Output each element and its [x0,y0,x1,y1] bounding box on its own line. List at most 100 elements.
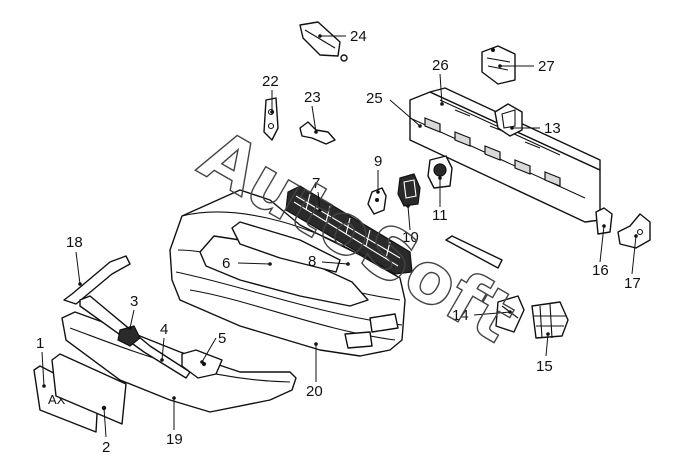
callout-15: 15 [536,332,553,375]
callout-14: 14 [452,307,512,324]
bracket-16 [595,207,613,235]
leader-line [545,333,549,357]
callout-24: 24 [318,28,367,45]
callout-20: 20 [306,342,323,400]
callout-25: 25 [366,90,422,128]
leader-dot [602,224,606,228]
callout-10: 10 [402,204,419,246]
part-number: 17 [624,275,641,292]
leader-line [103,407,107,438]
callout-27: 27 [498,58,555,75]
callout-26: 26 [432,57,449,106]
callout-16: 16 [592,224,609,279]
leader-dot [78,282,82,286]
callout-5: 5 [200,330,226,364]
part-number: 15 [536,358,553,375]
part-number: 1 [36,335,44,352]
leader-dot [508,310,512,314]
leader-dot [438,176,442,180]
bumper-cover [169,189,406,357]
trim-strip-18 [63,255,131,305]
part-number: 20 [306,383,323,400]
leader-line [317,191,321,211]
leader-line [439,73,443,105]
leader-dot [346,262,350,266]
callout-17: 17 [624,234,641,292]
part-number: 14 [452,307,469,324]
callout-1: 1 [36,335,46,388]
part-number: 24 [350,28,367,45]
part-number: 16 [592,262,609,279]
callout-22: 22 [262,73,279,114]
sensor-24 [299,21,348,62]
leader-dot [128,326,132,330]
part-number: 11 [432,207,448,224]
leader-line [237,262,271,265]
leader-line [389,99,421,127]
leader-line [407,205,411,231]
leader-line [473,311,511,316]
leader-dot [160,358,164,362]
leader-dot [268,262,272,266]
leader-dot [172,396,176,400]
callout-9: 9 [374,153,382,194]
callout-11: 11 [432,176,448,224]
part-number: 23 [304,89,321,106]
part-number: 27 [538,58,555,75]
leader-dot [270,110,274,114]
leader-line [201,337,217,363]
leader-dot [42,384,46,388]
leader-line [631,235,637,275]
leader-dot [418,124,422,128]
leader-line [599,225,605,263]
callout-2: 2 [102,406,110,456]
strap-23 [299,121,336,145]
part-number: 6 [222,255,230,272]
part-number: 13 [544,120,561,137]
part-number: 4 [160,321,168,338]
leader-line [75,251,81,285]
part-number: 10 [402,229,419,246]
leader-line [311,105,317,133]
mounting-bracket-27 [481,45,516,85]
callout-13: 13 [510,120,561,137]
leader-dot [498,64,502,68]
fastener-3 [117,325,141,347]
part-number: 5 [218,330,226,347]
fog-lamp-15 [531,301,569,339]
leader-line [321,261,349,265]
callout-4: 4 [160,321,168,362]
leader-dot [406,204,410,208]
leader-dot [440,102,444,106]
callout-3: 3 [128,293,138,330]
leader-dot [318,34,322,38]
callout-23: 23 [304,89,321,134]
leader-dot [318,208,322,212]
part-number: 25 [366,90,383,107]
clip-22 [263,97,279,141]
radiator-grille [285,185,413,275]
callout-8: 8 [308,253,350,270]
callout-7: 7 [312,175,322,212]
clip-9 [367,187,387,215]
grille-panel [231,221,341,273]
part-number: 9 [374,153,382,170]
part-number: 2 [102,439,110,456]
part-number: 3 [130,293,138,310]
part-number: 26 [432,57,449,74]
part-number: 7 [312,175,320,192]
leader-dot [314,342,318,346]
part-number: 19 [166,431,183,448]
part-number: 18 [66,234,83,251]
leader-line [161,337,165,361]
part-number: 8 [308,253,316,270]
leader-dot [634,234,638,238]
leader-dot [546,332,550,336]
leader-line [129,309,135,329]
leader-dot [314,130,318,134]
callout-19: 19 [166,396,183,448]
leader-dot [510,126,514,130]
